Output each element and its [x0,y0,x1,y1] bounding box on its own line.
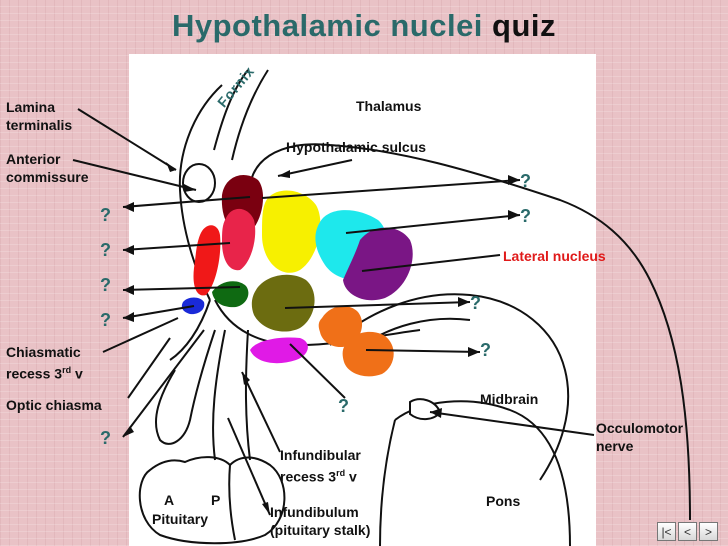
arrowhead-infundibulum [262,502,270,515]
pointer-lateral-nucleus [361,254,501,272]
nucleus-ventromedial [251,274,315,332]
label-infundibular-recess: Infundibular recess 3rd v [280,447,361,485]
title-main: Hypothalamic nuclei [171,8,483,43]
label-lamina-terminalis: Lamina terminalis [6,99,73,133]
brain-outline [248,143,691,521]
label-thalamus: Thalamus [356,98,422,114]
pointer-q1-left [122,196,251,208]
arrowhead-anterior [184,184,196,192]
pointer-q5-left [122,329,205,438]
nucleus-mammillary [342,331,394,377]
arrowhead-q3 [123,285,134,295]
fornix-outline [213,69,249,151]
label-occulomotor-nerve: Occulomotor nerve [596,420,684,454]
arrowhead-infundibular [242,372,250,385]
arrowhead-right-1 [508,175,520,185]
arrowhead-right-3 [458,297,470,307]
label-anterior-commissure: Anterior commissure [6,151,89,185]
nav-next-button[interactable]: > [699,522,718,541]
question-mark-left-3: ? [100,275,111,295]
arrowhead-right-4 [468,347,480,357]
pointer-q-right-3 [284,301,471,309]
arrowhead-sulcus [278,170,290,178]
question-mark-left-4: ? [100,310,111,330]
nucleus-arcuate [250,337,308,364]
label-pituitary-p: P [211,492,221,508]
slide-title: Hypothalamic nuclei quiz [0,8,728,44]
label-chiasmatic-recess: Chiasmatic recess 3rd v [6,344,83,382]
oculomotor-nerve-shape [409,398,442,420]
question-mark-right-1: ? [520,171,531,191]
arrowhead-right-2 [508,210,520,220]
question-mark-left-2: ? [100,240,111,260]
question-mark-left-1: ? [100,205,111,225]
pointer-lamina-terminalis [77,108,177,171]
pointer-hypothalamic-sulcus [277,159,353,177]
question-mark-right-2: ? [520,206,531,226]
pointer-infundibular-recess [241,371,281,453]
nucleus-supraoptic [193,225,221,296]
label-pituitary: Pituitary [152,511,209,527]
label-pons: Pons [486,493,521,509]
question-mark-left-5: ? [100,428,111,448]
pituitary-shape [138,456,286,545]
question-mark-center: ? [338,396,349,416]
pointer-q3-left [122,286,241,291]
nucleus-dorsomedial [262,190,321,273]
label-pituitary-a: A [164,492,175,508]
label-midbrain: Midbrain [480,391,539,407]
infundibulum-shape [212,329,226,461]
pointer-chiasmatic-recess [102,317,179,353]
pointer-q-right-4 [365,349,481,353]
arrowhead-q2 [123,245,134,255]
label-lateral-nucleus: Lateral nucleus [503,248,606,264]
arrowhead-q1 [123,202,134,212]
pointer-occulomotor [429,411,595,436]
arrowhead-q4 [123,312,134,322]
nav-first-button[interactable]: |< [657,522,676,541]
label-optic-chiasma: Optic chiasma [6,397,102,413]
arrowhead-occulomotor [430,408,442,418]
pointer-q-right-1 [261,179,521,199]
question-mark-right-3: ? [470,293,481,313]
nucleus-lateral [343,227,413,301]
pointer-q2-left [122,242,231,251]
pointer-optic-chiasma [127,337,171,399]
pointer-q4-left [122,305,195,319]
optic-chiasma-shape [155,329,216,445]
nav-prev-button[interactable]: < [678,522,697,541]
title-suffix: quiz [492,8,557,43]
arrowhead-lamina [166,162,176,172]
label-infundibulum: Infundibulum (pituitary stalk) [270,504,371,538]
question-mark-right-4: ? [480,340,491,360]
arrowhead-q5 [123,426,134,437]
label-hypothalamic-sulcus: Hypothalamic sulcus [286,139,427,155]
pointer-q-center [289,343,346,399]
pointer-anterior-commissure [72,159,197,191]
nucleus-anterior [222,208,256,271]
pointer-infundibulum [227,417,271,516]
midbrain-outline [329,293,570,481]
pointer-q-right-2 [345,214,521,234]
nucleus-posterior-orange [318,306,363,348]
anterior-commissure-shape [182,163,216,203]
diagram-panel [129,54,596,546]
